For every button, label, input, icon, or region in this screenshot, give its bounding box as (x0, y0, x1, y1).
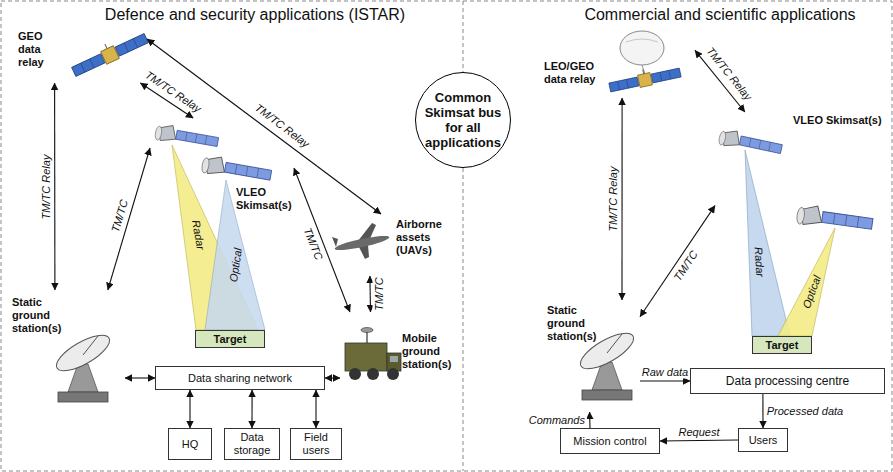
connector-arrow (147, 39, 381, 214)
connector-arrow (640, 206, 715, 317)
node-label: Mission control (573, 435, 646, 448)
connector-label: TM/TC (300, 224, 326, 264)
node-label: VLEO Skimsat(s) (236, 186, 292, 212)
connector-arrow (108, 148, 150, 290)
node-label: Users (749, 434, 778, 447)
connector-arrow (251, 390, 252, 428)
connector-arrow (54, 83, 55, 290)
uav-icon (332, 223, 390, 259)
connector-label: TM/TC Relay (702, 43, 755, 105)
node-label: Field users (294, 431, 338, 457)
connector-arrow (369, 276, 371, 312)
optical-beam (778, 228, 835, 336)
connector-label: Request (677, 425, 722, 438)
connector-label: TM/TC (108, 196, 131, 236)
connector-arrow (762, 394, 763, 428)
beam-label: Radar (751, 247, 766, 278)
icon-node: Mobile ground station(s) (340, 312, 464, 392)
node-label: Mobile ground station(s) (402, 332, 462, 371)
node-label: Static ground station(s) (547, 304, 603, 343)
connector-label: TM/TC Relay (607, 165, 620, 234)
satellite-icon (718, 128, 783, 158)
node-label: Airborne assets (UAVs) (396, 218, 456, 257)
panel-title: Defence and security applications (ISTAR… (105, 5, 405, 24)
node-label: Data processing centre (726, 375, 849, 388)
node-label: Target (214, 333, 247, 346)
process-box: Users (738, 428, 788, 452)
process-box: Mission control (560, 428, 660, 454)
process-box: HQ (168, 428, 212, 460)
satellite-icon (201, 154, 272, 184)
connector-label: TM/TC Relay (141, 67, 205, 116)
process-box: Data processing centre (690, 368, 885, 394)
connector-label: TM/TC Relay (250, 100, 313, 152)
connector-arrow (125, 377, 155, 378)
connector-label: Processed data (765, 405, 845, 418)
icon-node: Static ground station(s) (10, 290, 125, 408)
process-box: Data storage (224, 428, 280, 460)
icon-node: GEO data relay (15, 28, 147, 83)
icon-node: LEO/GEO data relay (540, 30, 695, 98)
node-label: Data storage (228, 431, 276, 457)
target-box: Target (752, 336, 812, 354)
connector-arrow (189, 390, 190, 428)
node-label: LEO/GEO data relay (544, 60, 606, 86)
connector-arrow (589, 412, 591, 428)
connector-arrow (660, 440, 738, 441)
connector-arrow (315, 390, 316, 428)
satellite-icon (796, 203, 874, 234)
icon-node: Airborne assets (UAVs) (318, 214, 458, 276)
icon-node: VLEO Skimsat(s) (715, 112, 891, 232)
balloon-relay-icon (608, 31, 682, 94)
node-label: Common Skimsat bus for all applications (422, 90, 504, 150)
panel-title: Commercial and scientific applications (584, 5, 855, 24)
connector-arrow (325, 377, 340, 378)
connector-label: Raw data (640, 365, 690, 378)
relay-satellite-icon (69, 27, 150, 78)
node-label: HQ (182, 438, 199, 451)
truck-icon (345, 328, 401, 381)
icon-node: Static ground station(s) (545, 300, 640, 412)
node-label: Target (766, 339, 799, 352)
icon-node: VLEO Skimsat(s) (150, 118, 294, 218)
connector-arrow (640, 380, 690, 381)
connector-label: TM/TC (373, 275, 386, 313)
target-box: Target (195, 330, 265, 348)
node-label: VLEO Skimsat(s) (793, 114, 889, 127)
hub-circle: Common Skimsat bus for all applications (415, 72, 511, 168)
connector-arrow (294, 168, 350, 312)
connector-label: Commands (527, 414, 587, 427)
node-label: GEO data relay (18, 30, 68, 69)
process-box: Data sharing network (155, 366, 325, 390)
node-label: Static ground station(s) (12, 296, 70, 335)
connector-arrow (621, 98, 622, 300)
dish-antenna-icon (52, 328, 115, 402)
connector-label: TM/TC Relay (39, 152, 52, 221)
satellite-icon (154, 123, 219, 151)
process-box: Field users (290, 428, 342, 460)
node-label: Data sharing network (188, 372, 292, 385)
radar-beam (745, 150, 790, 336)
